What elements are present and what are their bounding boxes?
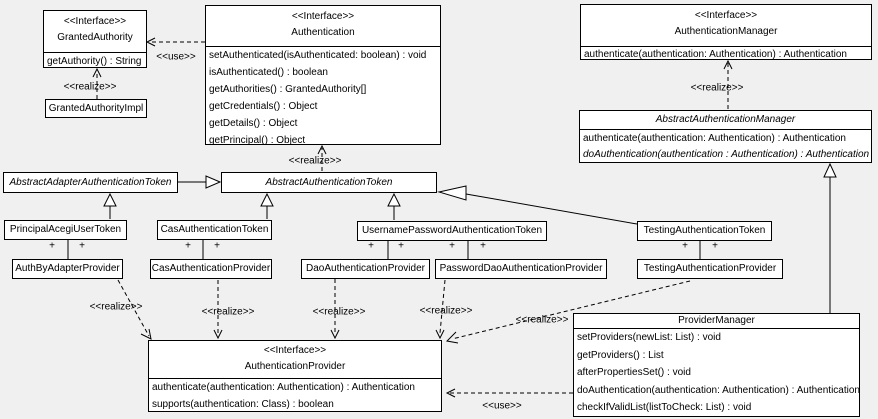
class-box-testing-authentication-provider: TestingAuthenticationProvider [637,259,783,279]
method: doAuthentication(authentication: Authent… [577,384,860,396]
method: supports(authentication: Class) : boolea… [152,399,334,410]
realize-label-passworddao: <<realize>> [419,305,473,317]
class-box-dao-authentication-provider: DaoAuthenticationProvider [301,259,430,279]
method: isAuthenticated() : boolean [209,67,328,78]
class-stereotype: <<Interface>> [694,10,758,21]
class-name: ProviderManager [678,315,755,326]
method: getPrincipal() : Object [209,135,306,146]
method: authenticate(authentication: Authenticat… [584,49,847,60]
class-box-username-password-authentication-token: UsernamePasswordAuthenticationToken [357,221,547,241]
class-name: Authentication [291,27,355,38]
class-name: AuthenticationProvider [244,361,346,372]
class-box-authentication-provider: <<Interface>> AuthenticationProvider aut… [148,340,442,412]
class-box-principal-acegi-user-token: PrincipalAcegiUserToken [4,220,127,240]
class-name: DaoAuthenticationProvider [306,263,425,274]
edge-generalization-principal-acegi-user-token [103,192,117,219]
method: getAuthorities() : GrantedAuthority[] [209,84,367,95]
multiplicity-plus: + [368,240,374,252]
method: getDetails() : Object [209,118,298,129]
edge-realize-grantedauthorityimpl [92,67,102,99]
class-box-cas-authentication-provider: CasAuthenticationProvider [150,259,272,279]
class-name: AbstractAdapterAuthenticationToken [9,176,172,188]
realize-label-authbyadapter: <<realize>> [89,301,143,313]
class-name: AbstractAuthenticationToken [265,176,393,188]
class-name: CasAuthenticationProvider [151,263,271,274]
multiplicity-plus: + [682,240,688,252]
class-stereotype: <<Interface>> [291,11,355,22]
method: getAuthority() : String [47,56,142,67]
multiplicity-plus: + [214,240,220,252]
multiplicity-plus: + [185,240,191,252]
class-box-auth-by-adapter-provider: AuthByAdapterProvider [12,259,123,279]
class-box-abstract-authentication-token: AbstractAuthenticationToken [221,172,437,193]
method: checkIfValidList(listToCheck: List) : vo… [577,402,752,413]
realize-label-dao: <<realize>> [312,306,366,318]
class-name: GrantedAuthorityImpl [48,102,144,114]
multiplicity-plus: + [79,240,85,252]
realize-label-abstract-manager: <<realize>> [690,82,744,94]
class-box-provider-manager: ProviderManager setProviders(newList: Li… [573,313,860,417]
method: authenticate(authentication: Authenticat… [583,133,846,144]
method: getProviders() : List [577,349,664,361]
multiplicity-plus: + [398,240,404,252]
class-box-abstract-authentication-manager: AbstractAuthenticationManager authentica… [579,110,872,163]
realize-label-testing: <<realize>> [515,314,569,326]
class-name: PasswordDaoAuthenticationProvider [439,263,603,274]
class-box-cas-authentication-token: CasAuthenticationToken [157,220,272,240]
class-box-granted-authority: <<Interface>> GrantedAuthority getAuthor… [43,10,147,68]
class-name: PrincipalAcegiUserToken [9,224,122,235]
class-name: UsernamePasswordAuthenticationToken [361,225,543,236]
edge-realize-passworddao-provider [435,279,446,340]
realize-label-abstract-token: <<realize>> [288,155,342,167]
class-name: AuthenticationManager [674,26,778,37]
edge-realize-testing-provider [445,280,691,344]
method: setAuthenticated(isAuthenticated: boolea… [209,50,427,61]
edge-realize-dao-provider [330,279,340,340]
method: doAuthentication(authentication : Authen… [583,149,870,160]
class-name: TestingAuthenticationToken [643,225,766,236]
multiplicity-plus: + [449,240,455,252]
method: authenticate(authentication: Authenticat… [152,382,415,393]
realize-label-cas: <<realize>> [201,306,255,318]
method: afterPropertiesSet() : void [577,367,691,378]
edge-realize-authbyadapter-provider [117,279,152,340]
class-name: AbstractAuthenticationManager [655,114,796,125]
edge-generalization-provider-manager [823,162,837,313]
multiplicity-plus: + [49,240,55,252]
method: setProviders(newList: List) : void [577,332,721,343]
edge-generalization-cas-token [260,192,274,219]
edge-use-authentication-grantedauthority [145,37,205,47]
class-stereotype: <<Interface>> [263,345,327,356]
class-stereotype: <<Interface>> [63,16,127,27]
use-label-grantedauthority: <<use>> [156,51,196,63]
class-name: GrantedAuthority [57,32,133,43]
realize-label-grantedauthorityimpl: <<realize>> [63,81,117,93]
edge-realize-abstract-authentication-manager [723,59,733,109]
class-name: CasAuthenticationToken [160,224,269,235]
class-box-password-dao-authentication-provider: PasswordDaoAuthenticationProvider [435,259,607,279]
class-name: TestingAuthenticationProvider [643,263,777,274]
use-label-providermanager: <<use>> [482,400,522,412]
class-name: AuthByAdapterProvider [15,263,120,274]
multiplicity-plus: + [480,240,486,252]
edge-realize-cas-provider [213,280,223,340]
class-box-testing-authentication-token: TestingAuthenticationToken [637,221,772,241]
class-box-authentication: <<Interface>> Authentication setAuthenti… [205,5,441,146]
edge-generalization-adapter-token [178,175,222,189]
class-box-abstract-adapter-authentication-token: AbstractAdapterAuthenticationToken [3,172,178,193]
class-box-granted-authority-impl: GrantedAuthorityImpl [45,99,147,118]
multiplicity-plus: + [712,240,718,252]
method: getCredentials() : Object [209,101,318,112]
class-box-authentication-manager: <<Interface>> AuthenticationManager auth… [580,4,872,60]
edge-generalization-username-password-token [387,192,401,220]
edge-generalization-testing-token [437,185,638,225]
edge-realize-abstract-authentication-token [317,144,327,171]
edge-use-providermanager-authenticationprovider [445,388,573,398]
